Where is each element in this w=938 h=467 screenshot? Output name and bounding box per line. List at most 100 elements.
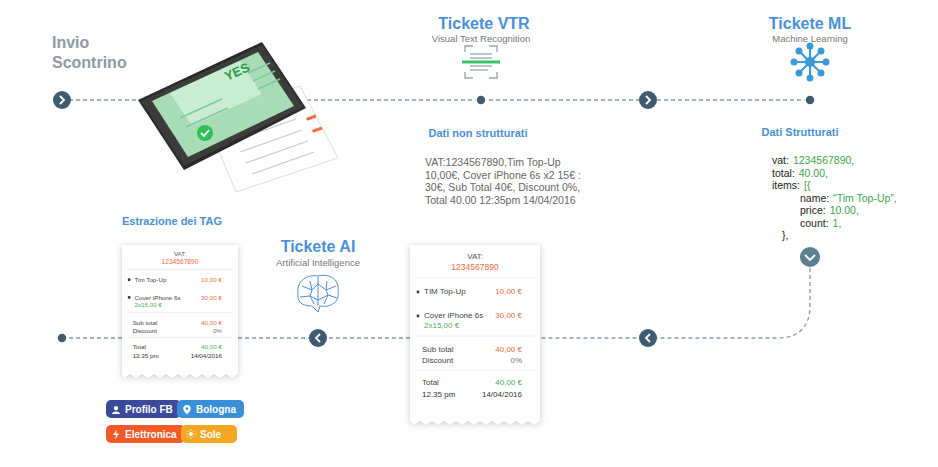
tag-label: Elettronica (125, 429, 177, 440)
receipt-text: Discount (422, 357, 453, 366)
tag-badge: Sole (181, 425, 237, 443)
tag-icon (187, 435, 189, 437)
stage-title: Tickete AI (208, 237, 428, 256)
json-line: price:10.00, (772, 204, 901, 217)
brain-icon (300, 277, 337, 305)
section-heading: Dati Strutturati (690, 126, 910, 139)
receipt-text: Cover iPhone 6s (424, 312, 483, 321)
phone-illustration (258, 79, 280, 89)
tag-icon (186, 429, 196, 440)
json-key: count: (800, 217, 829, 229)
receipt-text: 40,00 € (495, 346, 522, 355)
section-heading: Estrazione dei TAG (62, 215, 282, 228)
tag-icon (186, 433, 187, 434)
tag-icon (193, 430, 195, 432)
receipt-text: 40,00 € (201, 344, 222, 351)
stage-subtitle: Machine Learning (700, 33, 920, 44)
receipt-divider (416, 370, 534, 371)
timeline-button (57, 333, 67, 343)
tag-icon (191, 429, 192, 430)
list-bullet (417, 291, 420, 294)
phone-illustration (152, 52, 294, 157)
scan-icon (470, 65, 492, 66)
tag-icon (194, 433, 195, 434)
json-line: count:1, (772, 217, 901, 230)
list-bullet (128, 278, 131, 281)
receipt-divider (416, 278, 534, 279)
stage-title: Invio Scontrino (52, 33, 147, 73)
network-icon (797, 71, 802, 76)
network-icon (792, 60, 797, 65)
tag-icon (187, 430, 189, 432)
json-block: vat:1234567890,total:40.00,items:[{name:… (772, 154, 901, 242)
phone-illustration (306, 115, 322, 133)
receipt-text: Tim Top-Up (135, 277, 167, 284)
phone-illustration (312, 127, 322, 133)
tag-label: Sole (200, 429, 221, 440)
screen-text: YES (222, 59, 252, 84)
tag-icon (111, 404, 121, 415)
scan-icon (470, 69, 488, 70)
receipt-text: 40,00 € (201, 320, 222, 327)
stage-subtitle: Visual Text Recognition (371, 33, 591, 44)
phone-illustration (253, 71, 275, 81)
tag-icon (183, 405, 191, 415)
timeline-button (476, 95, 486, 105)
network-icon (797, 49, 802, 54)
phone-illustration (138, 42, 338, 192)
section-heading: Dati non strutturati (368, 127, 588, 140)
tag-badge: Profilo FB (106, 400, 181, 418)
phone-illustration (306, 115, 316, 121)
json-key: total: (772, 167, 795, 179)
network-icon (808, 76, 813, 81)
receipt-text: Discount (133, 328, 157, 335)
phone-illustration (180, 99, 222, 118)
brain-icon (298, 275, 338, 312)
tag-badge: Elettronica (106, 425, 185, 443)
receipt-divider (127, 312, 232, 313)
network-icon (808, 44, 813, 49)
tag-icon (182, 404, 192, 415)
timeline-button (60, 96, 64, 104)
json-line: name:“Tim Top-Up”, (772, 192, 901, 205)
timeline-button (53, 91, 71, 109)
json-key: name: (800, 192, 829, 204)
network-icon (792, 44, 829, 81)
receipt-text: 14/04/2016 (191, 353, 222, 360)
network-icon (819, 71, 824, 76)
timeline-button (646, 96, 650, 104)
json-value: [{ (804, 179, 810, 191)
receipt-text: VAT: (410, 253, 540, 262)
json-value: 40.00, (799, 167, 828, 179)
phone-illustration (252, 152, 314, 174)
receipt-text: 1234567890 (410, 263, 540, 272)
tag-icon (193, 435, 195, 437)
timeline-button (639, 91, 657, 109)
phone-illustration (246, 141, 308, 163)
network-icon (806, 58, 814, 66)
phone-illustration (141, 45, 303, 166)
timeline-button (646, 334, 650, 342)
tag-label: Bologna (196, 404, 236, 415)
receipt-divider (127, 269, 232, 270)
brain-icon (298, 275, 338, 312)
json-line: total: 40.00, (772, 167, 901, 180)
receipt-card: VAT:1234567890TIM Top-Up10,00 €Cover iPh… (410, 245, 540, 425)
tag-icon (113, 429, 119, 439)
receipt-text: 2x15,00 € (135, 302, 162, 309)
json-key: items: (772, 179, 800, 191)
timeline-button (805, 95, 815, 105)
timeline-line (62, 337, 122, 338)
phone-illustration (201, 130, 209, 136)
receipt-paper (122, 245, 238, 378)
timeline-button (309, 329, 327, 347)
network-icon (819, 49, 824, 54)
receipt-text: 30,00 € (495, 312, 522, 321)
json-line: items: [{ (772, 179, 901, 192)
json-key: vat: (772, 154, 789, 166)
list-bullet (417, 315, 420, 318)
tag-icon (189, 432, 193, 436)
receipt-divider (127, 337, 232, 338)
receipt-text: 10,00 € (201, 277, 222, 284)
timeline-button (639, 329, 657, 347)
